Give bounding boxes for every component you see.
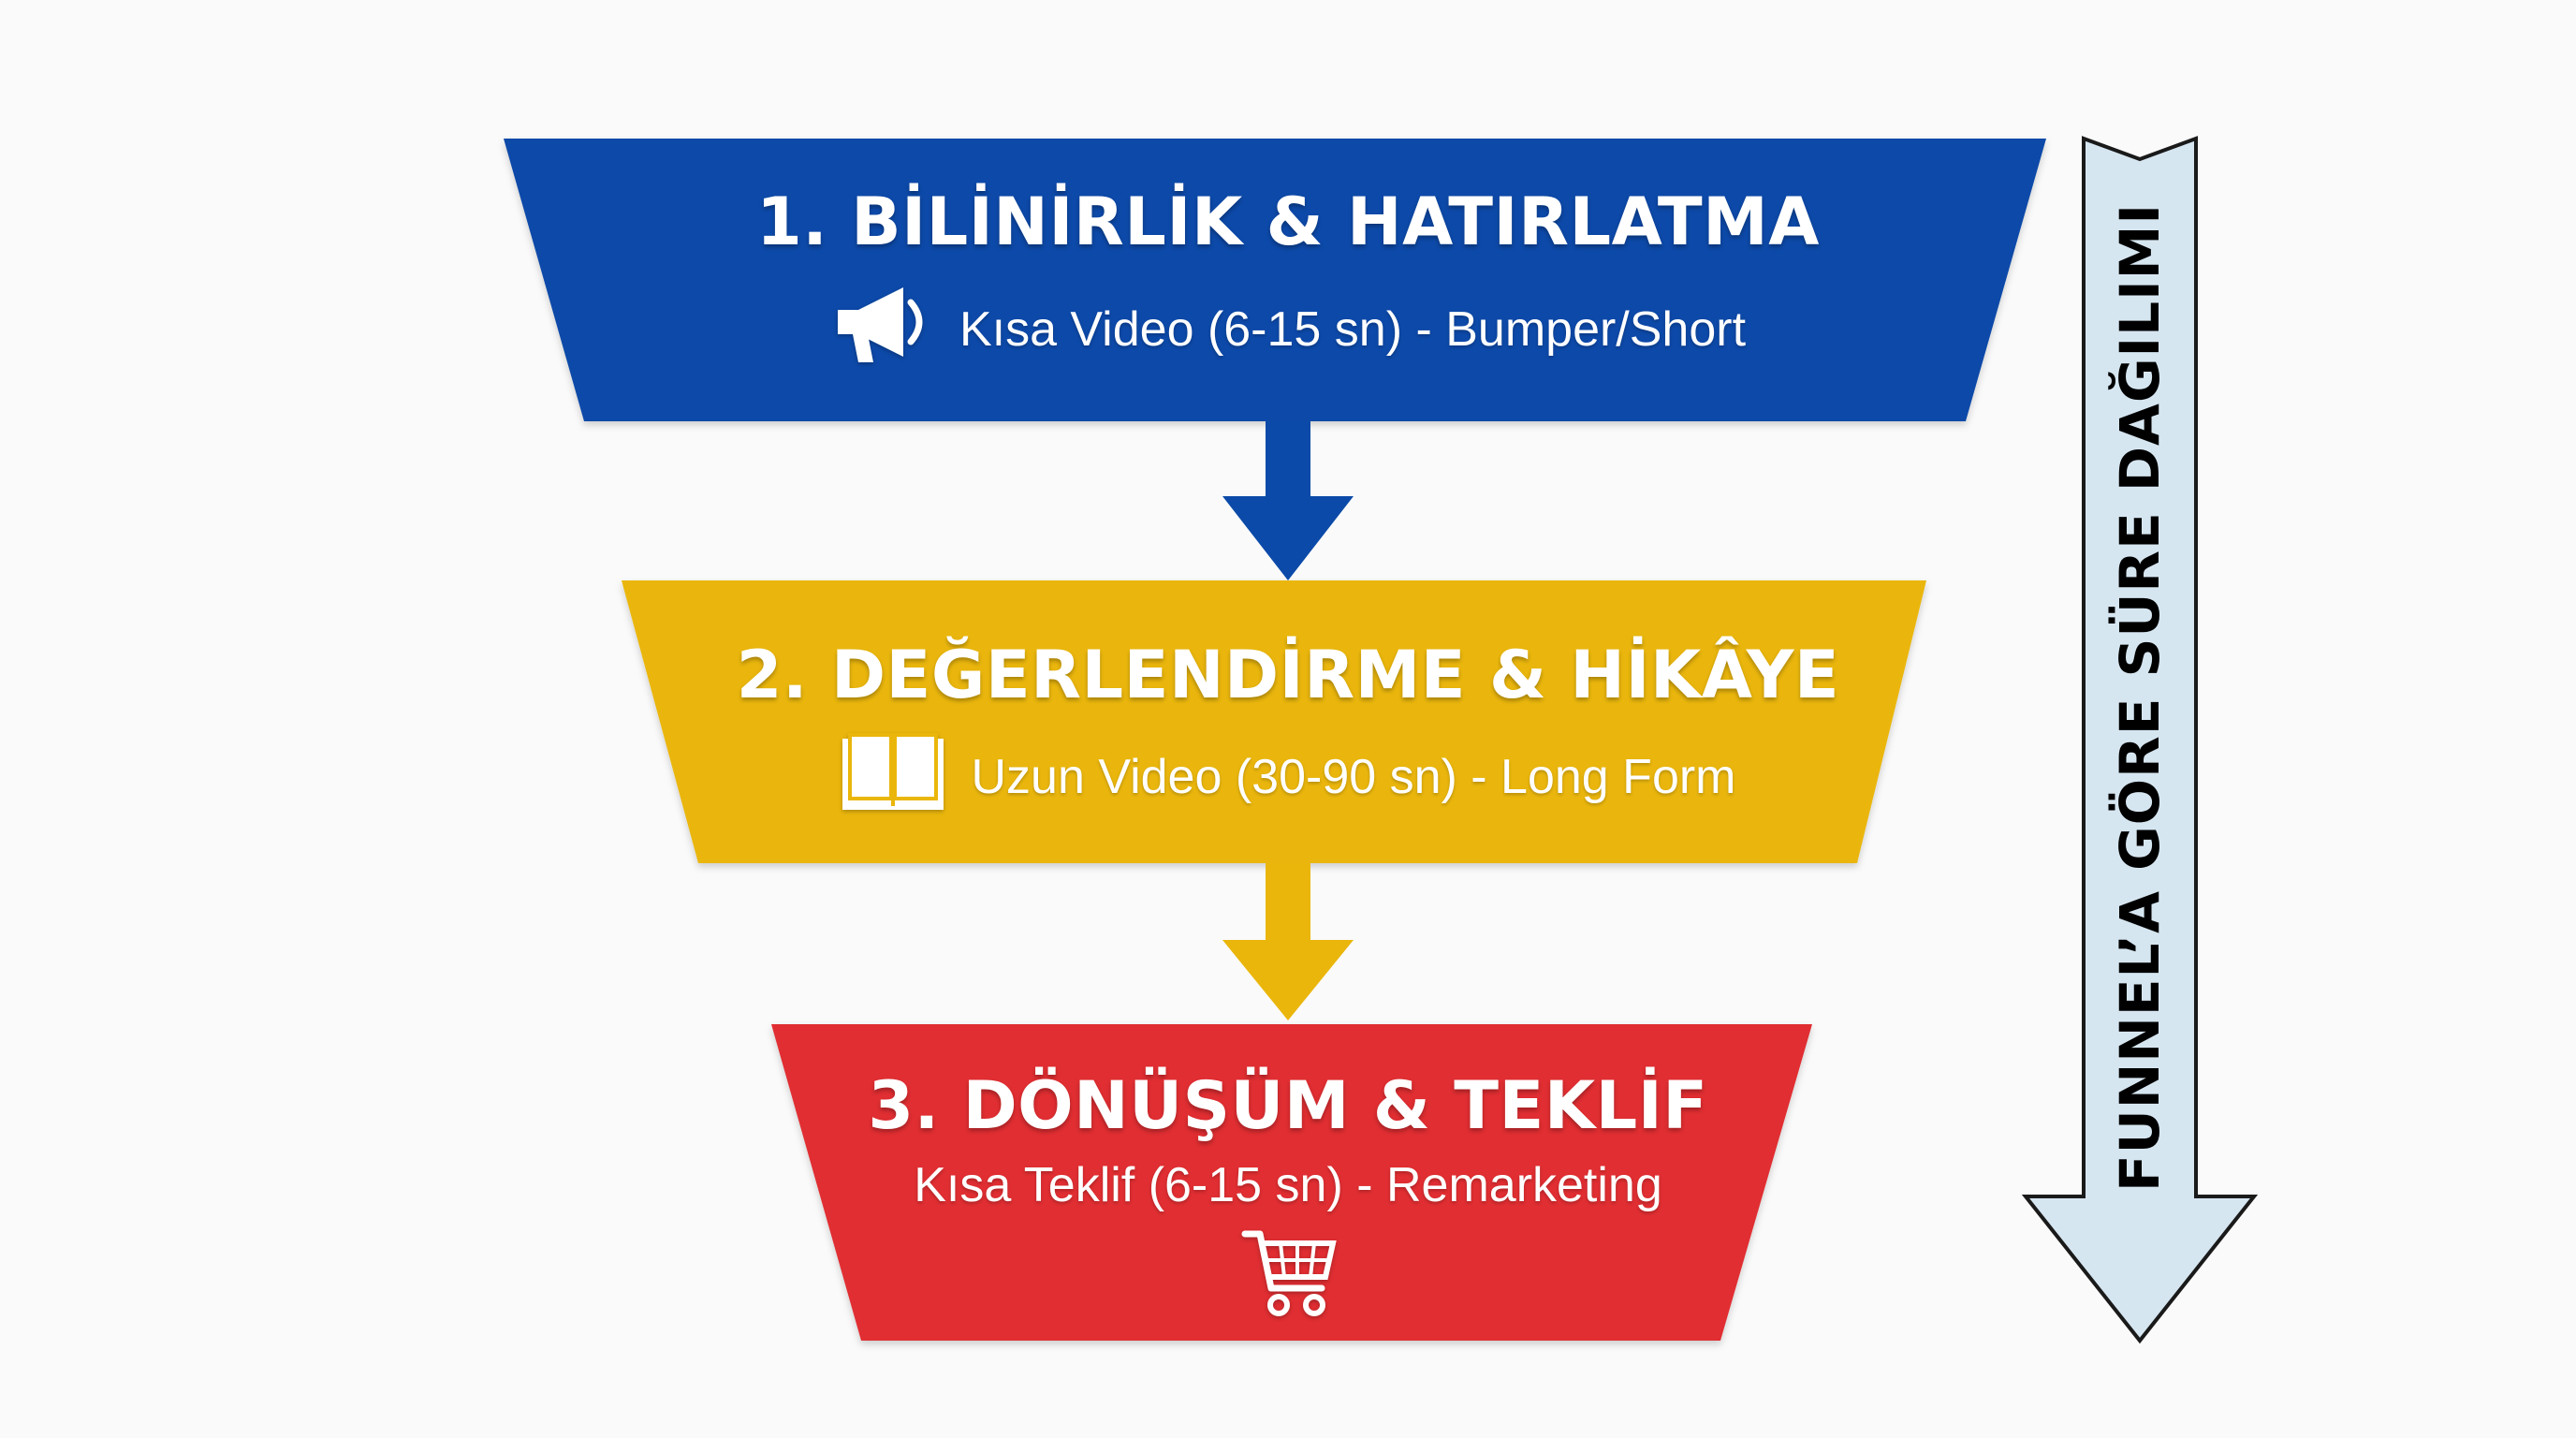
stage-1-down-arrow xyxy=(1222,421,1354,580)
stage-3-subtitle-row: Kısa Teklif (6-15 sn) - Remarketing xyxy=(0,1155,2576,1215)
stage-3-title: 3. DÖNÜŞÜM & TEKLİF xyxy=(868,1067,1708,1144)
stage-2-subtitle: Uzun Video (30-90 sn) - Long Form xyxy=(971,750,1736,804)
stage-2-subtitle-row: Uzun Video (30-90 sn) - Long Form xyxy=(0,732,2576,814)
side-down-arrow xyxy=(2021,136,2259,1344)
side-arrow-label: FUNNEL’A GÖRE SÜRE DAĞILIMI xyxy=(2108,203,2172,1192)
stage-2-trapezoid xyxy=(622,580,1926,863)
stage-2-title: 2. DEĞERLENDİRME & HİKÂYE xyxy=(736,637,1840,713)
stage-3-subtitle: Kısa Teklif (6-15 sn) - Remarketing xyxy=(914,1158,1662,1212)
stage-3-trapezoid xyxy=(771,1024,1812,1341)
stage-1-trapezoid xyxy=(504,139,2046,421)
stage-1-subtitle-row: Kısa Video (6-15 sn) - Bumper/Short xyxy=(0,286,2576,363)
megaphone-icon xyxy=(830,282,933,378)
shopping-cart-icon xyxy=(1241,1226,1339,1325)
stage-1-subtitle: Kısa Video (6-15 sn) - Bumper/Short xyxy=(959,302,1747,357)
stage-1-title: 1. BİLİNİRLİK & HATIRLATMA xyxy=(756,183,1820,260)
book-icon xyxy=(841,731,945,824)
stage-2-down-arrow xyxy=(1222,863,1354,1020)
